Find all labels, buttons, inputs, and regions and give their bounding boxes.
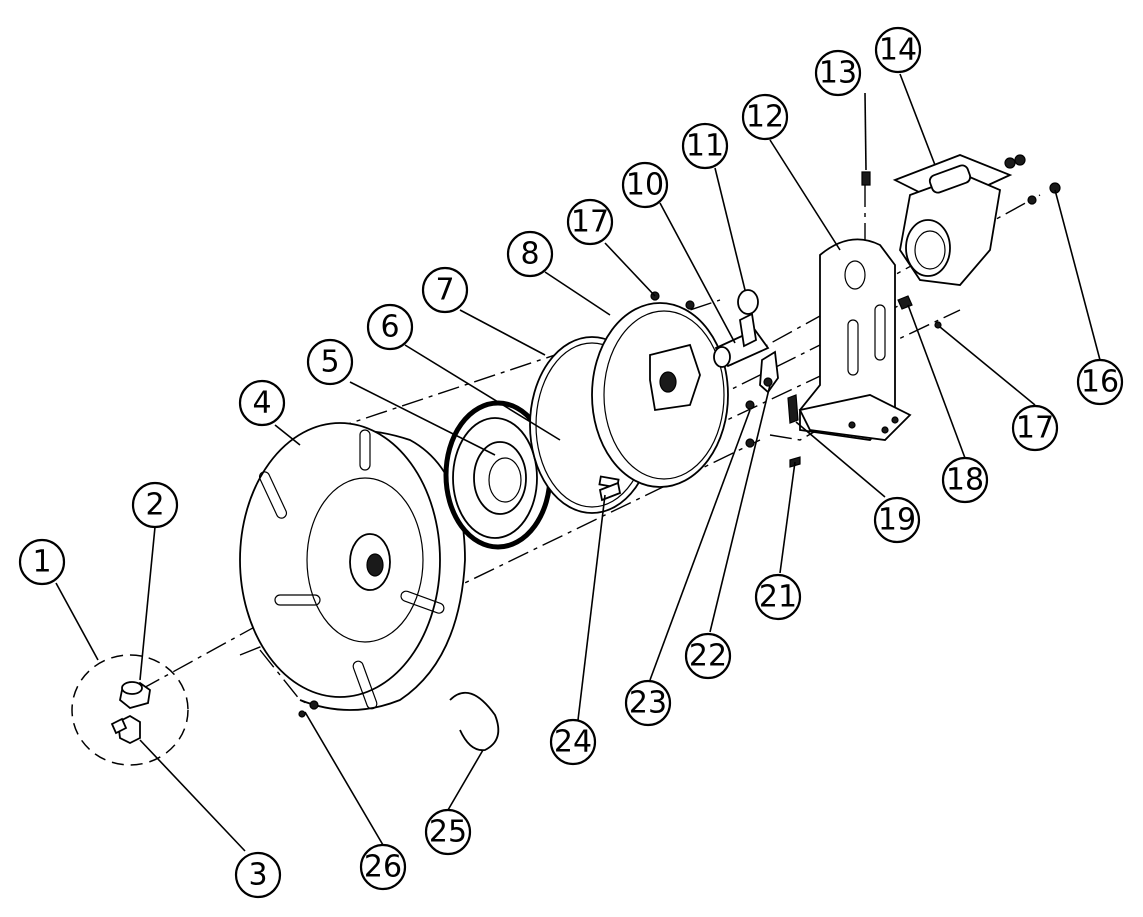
svg-text:26: 26 [364, 850, 402, 885]
svg-text:19: 19 [878, 503, 916, 538]
svg-text:24: 24 [554, 725, 592, 760]
callout-7: 7 [421, 266, 469, 314]
svg-text:2: 2 [145, 488, 164, 523]
part-23-nut-lower [745, 438, 755, 448]
svg-text:10: 10 [626, 168, 664, 203]
callout-4: 4 [238, 379, 286, 427]
part-23-nut [745, 400, 755, 410]
svg-text:23: 23 [629, 686, 667, 721]
part-1-fitting-assembly [71, 654, 189, 766]
part-10-shaft [713, 312, 770, 368]
svg-text:5: 5 [320, 345, 339, 380]
part-13-bolt [861, 171, 871, 186]
callout-25: 25 [424, 808, 472, 856]
svg-text:14: 14 [879, 33, 917, 68]
callout-12: 12 [741, 93, 789, 141]
part-5-spring-housing [443, 400, 553, 550]
part-2-swivel-nut [119, 681, 151, 709]
callout-18: 18 [941, 456, 989, 504]
svg-text:17: 17 [1016, 411, 1054, 446]
svg-text:25: 25 [429, 815, 467, 850]
svg-text:4: 4 [252, 386, 271, 421]
callout-24: 24 [549, 718, 597, 766]
part-8-side-plate [591, 291, 729, 488]
callout-21: 21 [754, 573, 802, 621]
svg-text:1: 1 [32, 545, 51, 580]
callout-26: 26 [359, 843, 407, 891]
part-11-snap-ring [737, 289, 759, 315]
svg-text:13: 13 [819, 56, 857, 91]
callout-balloons: 1 2 3 4 5 6 7 8 10 11 12 13 14 16 17 17 … [18, 26, 1124, 899]
svg-text:16: 16 [1081, 365, 1119, 400]
callout-1: 1 [18, 538, 66, 586]
part-19-spring-clip [787, 394, 799, 424]
svg-text:7: 7 [435, 273, 454, 308]
part-17-washer [934, 321, 942, 329]
svg-text:6: 6 [380, 310, 399, 345]
callout-19: 19 [873, 496, 921, 544]
svg-text:17: 17 [571, 205, 609, 240]
callout-3: 3 [234, 851, 282, 899]
svg-text:22: 22 [689, 639, 727, 674]
part-4-reel-drum [239, 422, 500, 752]
svg-text:3: 3 [248, 858, 267, 893]
part-22-latch [759, 350, 779, 394]
svg-text:18: 18 [946, 463, 984, 498]
svg-text:11: 11 [686, 129, 724, 164]
callout-14: 14 [874, 26, 922, 74]
svg-text:8: 8 [520, 237, 539, 272]
callout-6: 6 [366, 303, 414, 351]
part-26-screw [309, 700, 319, 710]
callout-5: 5 [306, 338, 354, 386]
svg-text:21: 21 [759, 580, 797, 615]
callout-2: 2 [131, 481, 179, 529]
part-26-screw-b [298, 710, 306, 718]
callout-16: 16 [1076, 358, 1124, 406]
callout-11: 11 [681, 122, 729, 170]
callout-17-right: 17 [1011, 404, 1059, 452]
callout-8: 8 [506, 230, 554, 278]
leader-lines [55, 73, 1101, 852]
callout-22: 22 [684, 632, 732, 680]
svg-text:12: 12 [746, 100, 784, 135]
callout-23: 23 [624, 679, 672, 727]
part-12-mounting-bracket [798, 238, 912, 441]
part-3-elbow-fitting [110, 714, 141, 745]
callout-17-upper: 17 [566, 198, 614, 246]
callout-13: 13 [814, 49, 862, 97]
callout-10: 10 [621, 161, 669, 209]
part-14-swivel-mount [892, 154, 1037, 286]
part-18-nut [897, 295, 913, 310]
